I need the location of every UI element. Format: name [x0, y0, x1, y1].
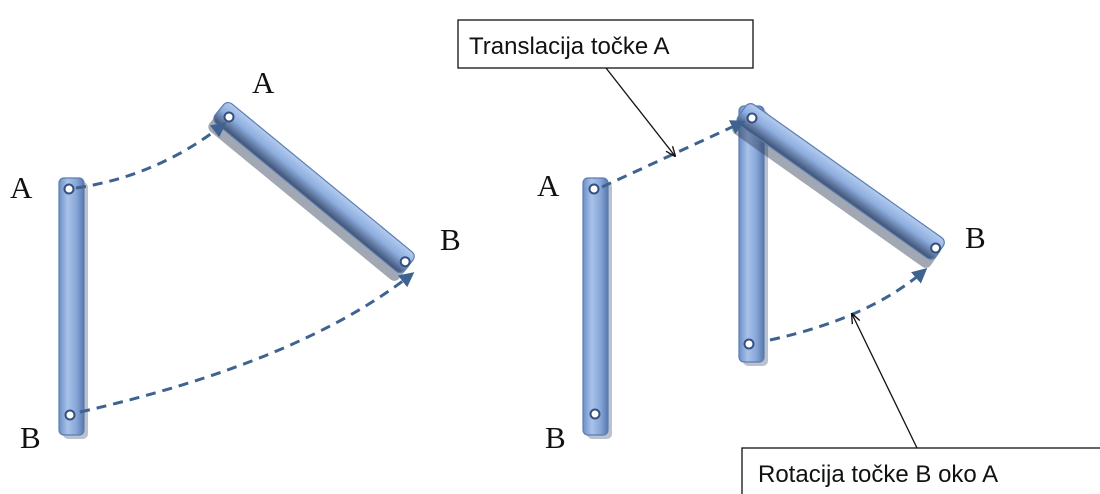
right-label-a: A: [537, 168, 560, 203]
left-label-a-end: A: [252, 65, 275, 100]
right-start-bar: [582, 177, 612, 439]
rotation-leader-line: [852, 314, 918, 449]
right-rotated-joint-b-icon: [930, 242, 942, 254]
translation-leader-line: [605, 67, 675, 156]
left-arrow-a-path: [75, 122, 227, 190]
left-moved-joint-b-icon: [399, 256, 411, 268]
right-translated-joint-b-icon: [743, 338, 755, 350]
right-label-b-end: B: [965, 220, 986, 255]
left-label-a-start: A: [10, 170, 33, 205]
left-moved-joint-a-icon: [223, 111, 235, 123]
right-rotation-arrow-path: [769, 268, 928, 342]
rotation-callout: Rotacija točke B oko A: [741, 314, 1100, 494]
left-arrow-b-path: [79, 272, 415, 414]
right-start-joint-b-icon: [589, 408, 601, 420]
left-label-b-end: B: [440, 222, 461, 257]
left-joint-a-icon: [63, 183, 75, 195]
right-translation-arrow-path: [601, 120, 746, 189]
translation-callout: Translacija točke A: [457, 19, 754, 156]
translation-callout-text: Translacija točke A: [469, 33, 670, 60]
rotation-callout-text: Rotacija točke B oko A: [758, 461, 998, 488]
right-translated-bar: [738, 105, 768, 366]
left-joint-b-icon: [64, 409, 76, 421]
right-rotated-joint-a-icon: [746, 112, 758, 124]
left-rotated-bar: [208, 101, 415, 281]
right-rotated-bar: [732, 103, 945, 268]
left-label-b-start: B: [20, 420, 41, 455]
right-start-joint-a-icon: [588, 183, 600, 195]
right-label-b-start: B: [545, 420, 566, 455]
left-vertical-bar: [58, 177, 88, 439]
